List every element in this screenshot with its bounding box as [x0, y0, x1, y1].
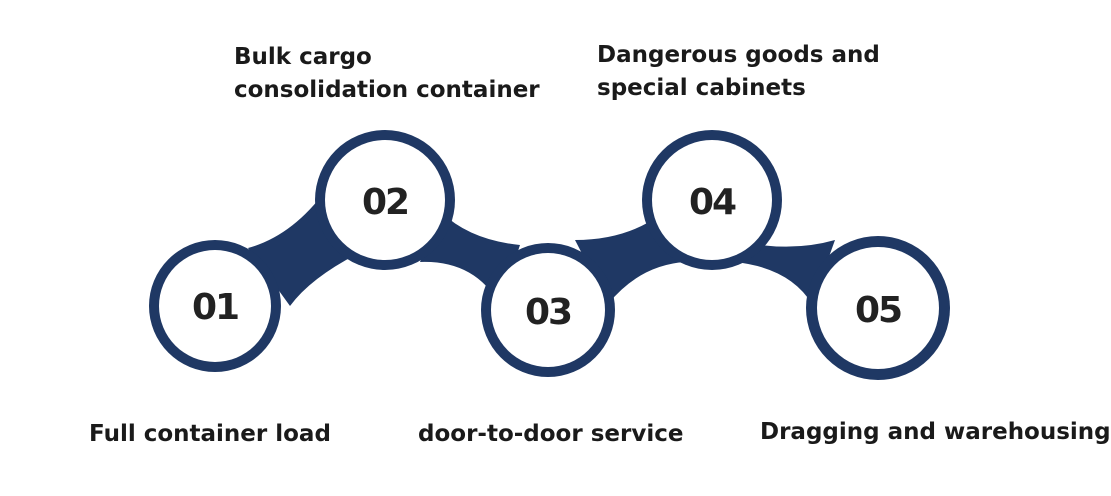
step-03-number: 03 — [525, 292, 571, 333]
step-05-label-line: Dragging and warehousing — [760, 419, 1111, 445]
step-01-number: 01 — [192, 287, 238, 328]
step-03-label-line: door-to-door service — [418, 421, 684, 447]
step-02-label-line-2: consolidation container — [234, 77, 540, 103]
step-02-node: 02 — [315, 130, 455, 270]
step-03-node: 03 — [481, 243, 615, 377]
step-04-node: 04 — [642, 130, 782, 270]
step-05-label: Dragging and warehousing — [760, 416, 1111, 449]
step-02-number: 02 — [362, 182, 408, 223]
step-05-node: 05 — [806, 236, 950, 380]
step-04-label: Dangerous goods and special cabinets — [597, 39, 880, 105]
step-05-number: 05 — [855, 290, 901, 331]
step-01-node: 01 — [149, 240, 281, 372]
step-04-label-line-1: Dangerous goods and — [597, 42, 880, 68]
step-01-label: Full container load — [89, 418, 331, 451]
step-02-label-line-1: Bulk cargo — [234, 44, 372, 70]
step-01-label-line: Full container load — [89, 421, 331, 447]
step-03-label: door-to-door service — [418, 418, 683, 451]
step-04-label-line-2: special cabinets — [597, 75, 806, 101]
step-02-label: Bulk cargo consolidation container — [234, 41, 540, 107]
step-04-number: 04 — [689, 182, 736, 223]
